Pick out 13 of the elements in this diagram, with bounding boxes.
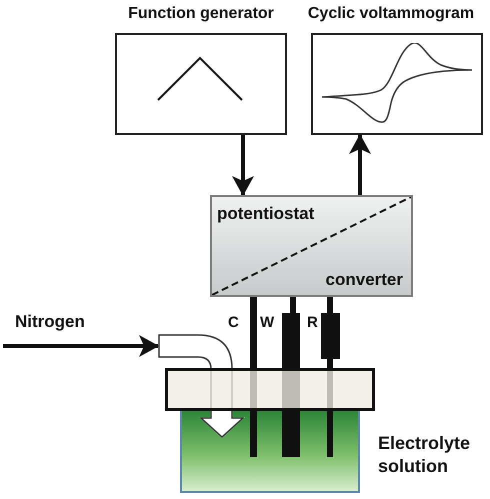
cell-lid <box>165 368 375 411</box>
panel-title: Function generator <box>128 4 274 24</box>
electrode-label: R <box>307 314 318 331</box>
arrow <box>3 335 159 357</box>
arrow <box>349 134 371 195</box>
section-label: potentiostat <box>217 204 314 224</box>
arrow <box>232 135 254 196</box>
edge-label: Nitrogen <box>14 312 86 332</box>
panel-title: Cyclic voltammogram <box>308 4 474 24</box>
section-label: converter <box>326 270 403 290</box>
container-label: Electrolyte solution <box>378 432 472 478</box>
electrode-label: W <box>260 314 274 331</box>
electrode-label: C <box>228 314 239 331</box>
